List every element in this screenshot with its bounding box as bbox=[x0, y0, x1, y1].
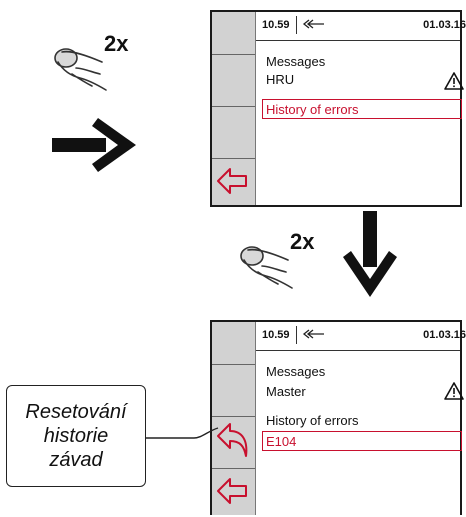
reset-arrow-icon bbox=[217, 423, 248, 457]
back-button[interactable] bbox=[212, 468, 255, 517]
arrow-down-icon bbox=[343, 211, 397, 297]
side-button-2[interactable] bbox=[212, 54, 255, 107]
back-arrow-icon bbox=[217, 168, 247, 194]
screen-bottom: 10.59 01.03.16 Messages Master History o… bbox=[210, 320, 466, 515]
tap-count-label: 2x bbox=[290, 229, 315, 254]
callout-line-1: Resetování bbox=[25, 401, 127, 423]
side-button-2[interactable] bbox=[212, 364, 255, 417]
clock: 10.59 bbox=[262, 19, 290, 31]
back-button[interactable] bbox=[212, 158, 255, 205]
messages-label: Messages bbox=[266, 364, 326, 379]
side-button-3[interactable] bbox=[212, 106, 255, 159]
status-bar: 10.59 01.03.16 bbox=[256, 322, 466, 351]
warning-icon bbox=[444, 72, 464, 90]
status-separator bbox=[296, 16, 297, 34]
hand-tap-icon bbox=[54, 48, 107, 91]
side-button-1[interactable] bbox=[212, 12, 255, 55]
screen-top: 10.59 01.03.16 Messages HRU History of e… bbox=[210, 10, 466, 207]
connection-icon bbox=[302, 329, 324, 339]
callout-line-2: historie bbox=[43, 425, 109, 447]
warning-icon bbox=[444, 382, 464, 400]
history-of-errors-label: History of errors bbox=[266, 413, 359, 428]
sidebar bbox=[212, 12, 256, 205]
connection-icon bbox=[302, 19, 324, 29]
side-button-1[interactable] bbox=[212, 322, 255, 365]
reset-history-callout: Resetování historie závad bbox=[6, 385, 146, 487]
clock: 10.59 bbox=[262, 329, 290, 341]
hand-tap-icon bbox=[240, 246, 293, 289]
status-bar: 10.59 01.03.16 bbox=[256, 12, 466, 41]
error-item[interactable]: E104 bbox=[262, 431, 462, 451]
tap-count-label: 2x bbox=[104, 31, 129, 56]
arrow-right-icon bbox=[52, 118, 136, 172]
messages-label: Messages bbox=[266, 54, 326, 69]
history-of-errors-item[interactable]: History of errors bbox=[262, 99, 462, 119]
device-label: HRU bbox=[266, 72, 295, 87]
date: 01.03.16 bbox=[423, 329, 466, 341]
callout-line-3: závad bbox=[49, 449, 103, 471]
status-separator bbox=[296, 326, 297, 344]
error-code: E104 bbox=[266, 434, 297, 449]
callout-connector bbox=[146, 427, 219, 439]
sidebar bbox=[212, 322, 256, 515]
history-of-errors-label: History of errors bbox=[266, 102, 359, 117]
back-arrow-icon bbox=[217, 478, 247, 504]
reset-button[interactable] bbox=[212, 416, 255, 469]
date: 01.03.16 bbox=[423, 19, 466, 31]
device-label: Master bbox=[266, 384, 306, 399]
